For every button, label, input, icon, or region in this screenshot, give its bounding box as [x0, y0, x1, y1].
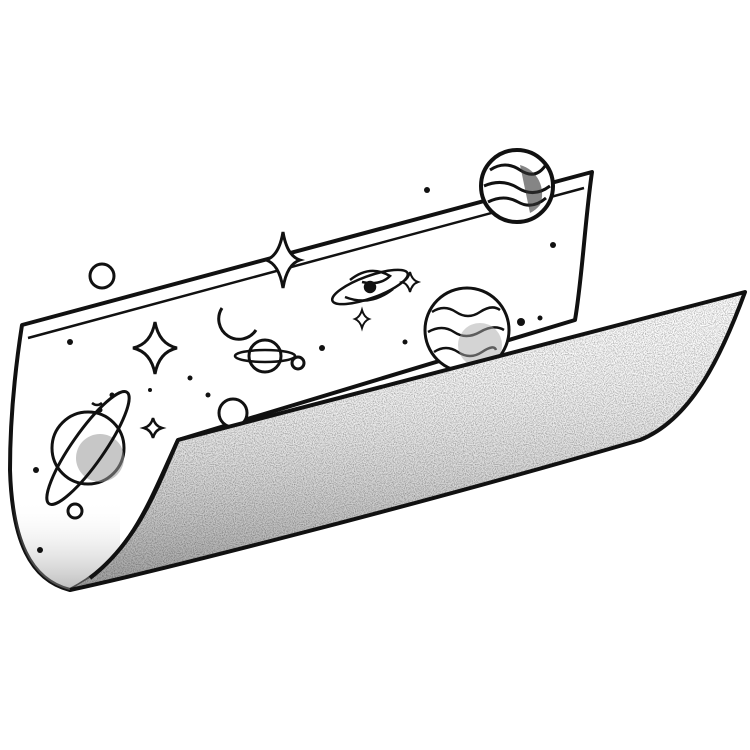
ringed-planet-icon [233, 338, 306, 374]
star-icon [139, 417, 167, 439]
back-panel [8, 170, 594, 592]
star-icon [352, 306, 372, 332]
moon-icon [217, 307, 258, 341]
striped-planet-icon [479, 148, 555, 224]
planet-icon [88, 262, 116, 290]
dots [33, 187, 556, 553]
planet-icon [423, 286, 511, 374]
ringed-planet-icon [45, 390, 131, 520]
space-objects [33, 187, 556, 553]
galaxy-icon [330, 268, 410, 306]
star-icon [132, 321, 178, 375]
star-icon [260, 231, 306, 289]
